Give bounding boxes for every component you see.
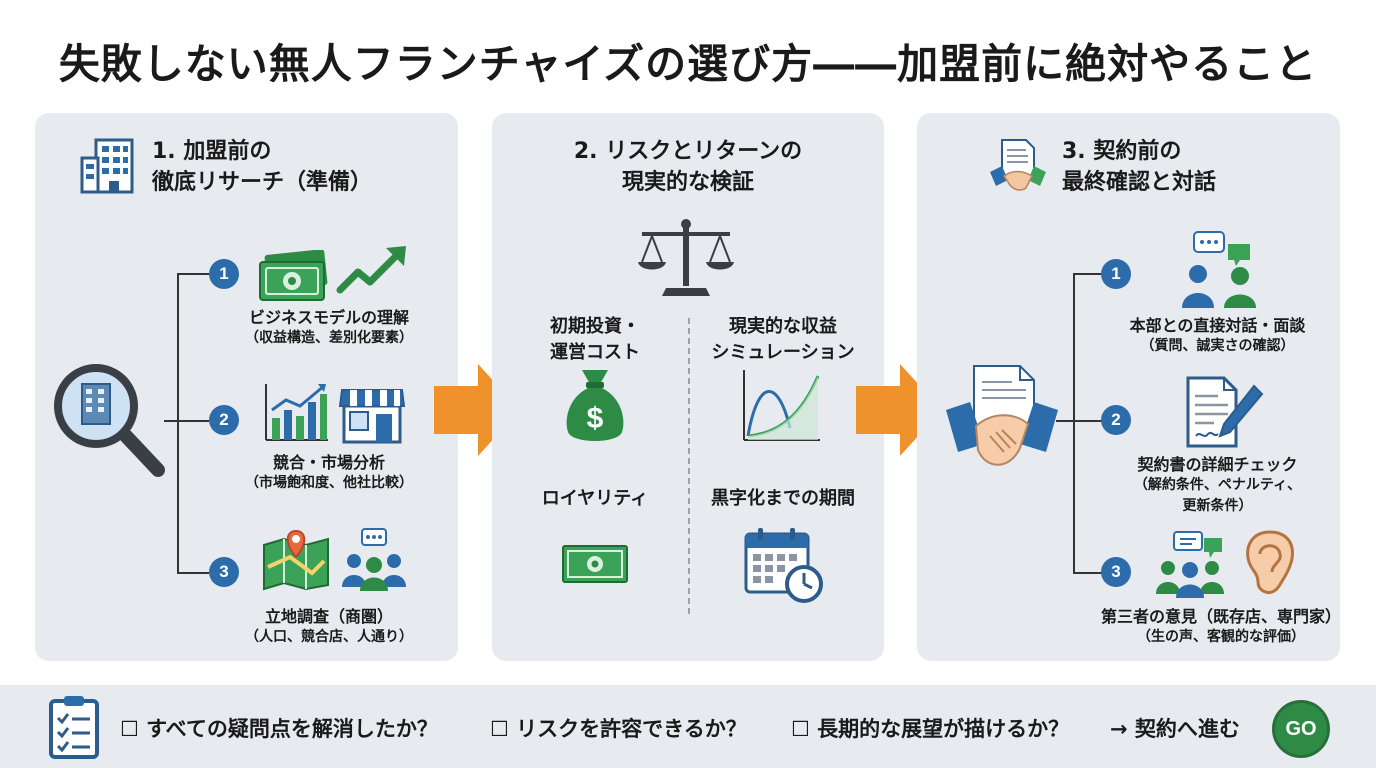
building-icon [80, 138, 134, 194]
risk-item-revenue: 現実的な収益 シミュレーション [698, 314, 868, 366]
research-item-3: 立地調査（商圏） （人口、競合店、人通り） [209, 606, 449, 648]
contract-item-2-sub: （解約条件、ペナルティ、 [1133, 477, 1302, 493]
calendar-clock-icon [744, 528, 823, 603]
research-title: 1. 加盟前の 徹底リサーチ（準備） [152, 136, 372, 198]
clipboard-checklist-icon [49, 696, 99, 759]
risk-title-line1: 2. リスクとリターンの [573, 139, 803, 164]
document-handshake-icon [990, 139, 1046, 191]
contract-item-3-label: 第三者の意見（既存店、専門家） [1100, 607, 1341, 626]
research-item-3-sub: （人口、競合店、人通り） [245, 629, 413, 645]
contract-item-2-label: 契約書の詳細チェック [1137, 455, 1298, 474]
checklist-item-2: ☐ リスクを許容できるか？ [490, 717, 747, 741]
distribution-chart-icon [743, 370, 820, 441]
store-icon [338, 389, 406, 444]
contract-item-1-label: 本部との直接対話・面談 [1129, 316, 1306, 335]
risk-item-revenue-line1: 現実的な収益 [729, 316, 837, 337]
contract-bracket-tick-3 [1073, 572, 1103, 574]
contract-title-line2: 最終確認と対話 [1062, 170, 1217, 195]
bracket-tick-1 [177, 273, 209, 275]
risk-item-cost-line2: 運営コスト [550, 342, 640, 363]
research-item-1-label: ビジネスモデルの理解 [248, 308, 409, 327]
contract-bracket-line [1073, 273, 1075, 573]
risk-item-cost-line1: 初期投資・ [550, 316, 640, 337]
risk-item-breakeven-label: 黒字化までの期間 [711, 488, 855, 509]
contract-title-line1: 3. 契約前の [1062, 139, 1182, 164]
contract-step-badge-1: 1 [1101, 259, 1131, 289]
contract-item-1: 本部との直接対話・面談 （質問、誠実さの確認） [1105, 315, 1330, 357]
contract-item-2: 契約書の詳細チェック （解約条件、ペナルティ、 更新条件） [1105, 454, 1330, 517]
bracket-tick-2 [177, 420, 209, 422]
checklist-bar [0, 685, 1376, 768]
growth-arrow-icon [336, 246, 406, 294]
risk-title-line2: 現実的な検証 [621, 170, 754, 195]
contract-bracket-connector [1056, 420, 1074, 422]
research-title-line2: 徹底リサーチ（準備） [152, 170, 373, 195]
risk-item-breakeven: 黒字化までの期間 [698, 488, 868, 509]
page-title: 失敗しない無人フランチャイズの選び方――加盟前に絶対やること [58, 40, 1318, 88]
ear-icon [1246, 530, 1294, 594]
contract-pen-icon [1186, 376, 1264, 448]
step-badge-3: 3 [209, 557, 239, 587]
risk-item-royalty-label: ロイヤリティ [541, 488, 649, 509]
research-item-2-label: 競合・市場分析 [272, 453, 385, 472]
contract-title: 3. 契約前の 最終確認と対話 [1062, 136, 1216, 198]
contract-bracket-tick-2 [1073, 420, 1103, 422]
contract-item-3-sub: （生の声、客観的な評価） [1137, 629, 1305, 645]
research-item-3-label: 立地調査（商圏） [264, 607, 393, 626]
map-pin-icon [263, 529, 329, 591]
money-bill-icon [259, 250, 328, 301]
bracket-line [177, 273, 179, 573]
risk-item-revenue-line2: シミュレーション [711, 342, 855, 363]
risk-item-royalty: ロイヤリティ [510, 488, 680, 509]
contract-step-badge-3: 3 [1101, 557, 1131, 587]
risk-item-cost: 初期投資・ 運営コスト [510, 314, 680, 366]
people-chat-icon [342, 528, 406, 591]
research-title-line1: 1. 加盟前の [152, 139, 272, 164]
checklist-item-1: ☐ すべての疑問点を解消したか？ [120, 717, 438, 741]
risk-title: 2. リスクとリターンの 現実的な検証 [492, 136, 884, 198]
dialog-people-icon [1182, 231, 1256, 308]
research-item-2-sub: （市場飽和度、他社比較） [245, 475, 413, 491]
research-item-2: 競合・市場分析 （市場飽和度、他社比較） [209, 452, 449, 494]
step-badge-1: 1 [209, 259, 239, 289]
people-group-chat-icon [1156, 531, 1224, 598]
contract-step-badge-2: 2 [1101, 405, 1131, 435]
bracket-tick-3 [177, 572, 209, 574]
bill-icon [562, 545, 628, 583]
handshake-icon [946, 365, 1058, 466]
contract-item-3: 第三者の意見（既存店、専門家） （生の声、客観的な評価） [1097, 606, 1345, 648]
svg-text:$: $ [587, 402, 604, 435]
bracket-connector [164, 420, 178, 422]
money-bag-icon: $ [566, 370, 624, 441]
go-button[interactable]: GO [1272, 700, 1330, 758]
risk-divider [688, 318, 690, 614]
contract-bracket-tick-1 [1073, 273, 1103, 275]
research-item-1: ビジネスモデルの理解 （収益構造、差別化要素） [209, 307, 449, 349]
magnifier-building-icon [54, 364, 165, 477]
balance-scale-icon [638, 219, 734, 296]
bar-chart-icon [265, 384, 328, 441]
contract-item-1-sub: （質問、誠実さの確認） [1140, 338, 1295, 354]
proceed-to-contract-text: → 契約へ進む [1110, 717, 1240, 741]
step-badge-2: 2 [209, 405, 239, 435]
checklist-item-3: ☐ 長期的な展望が描けるか？ [791, 717, 1070, 741]
research-item-1-sub: （収益構造、差別化要素） [245, 330, 413, 346]
contract-item-2-sub2: 更新条件） [1182, 498, 1253, 514]
